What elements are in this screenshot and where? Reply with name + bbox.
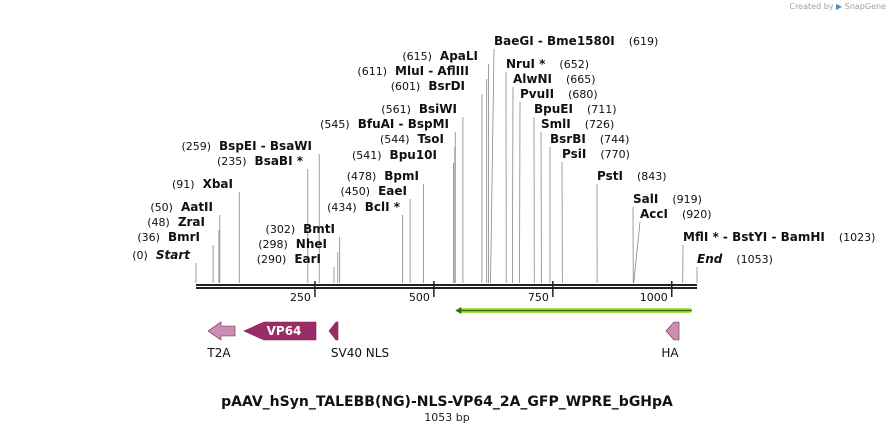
site-name: BspEI - BsaWI (219, 139, 312, 153)
site-name: PstI (597, 169, 623, 183)
site-name: TsoI (418, 132, 444, 146)
feature-label: SV40 NLS (331, 346, 389, 360)
site-name: SalI (633, 192, 658, 206)
backbone-bottom-strand (196, 287, 697, 289)
feature-vp64 (243, 321, 317, 341)
site-position: (615) (402, 50, 432, 63)
ruler-tick-label: 1000 (640, 291, 668, 304)
site-position: (544) (380, 133, 410, 146)
site-position: (290) (257, 253, 287, 266)
site-position: (665) (566, 73, 596, 86)
site-name: MluI - AflIII (395, 64, 469, 78)
site-name: PsiI (562, 147, 586, 161)
site-name: BsrBI (550, 132, 586, 146)
site-position: (680) (568, 88, 598, 101)
map-length: 1053 bp (424, 411, 470, 424)
site-leader-line (490, 48, 495, 284)
site-position: (726) (585, 118, 615, 131)
primer-arrowhead (455, 307, 462, 314)
site-position: (91) (172, 178, 195, 191)
credit-brand: SnapGene (844, 2, 886, 11)
site-name: BsrDI (428, 79, 465, 93)
feature-label: HA (661, 346, 679, 360)
site-name: XbaI (203, 177, 233, 191)
site-position: (48) (147, 216, 170, 229)
site-name: EaeI (378, 184, 407, 198)
site-name: AatII (181, 200, 213, 214)
site-name: ApaLI (440, 49, 478, 63)
site-name: NruI * (506, 57, 546, 71)
feature-label: VP64 (267, 324, 302, 338)
site-leader-line (511, 86, 514, 284)
map-title: pAAV_hSyn_TALEBB(NG)-NLS-VP64_2A_GFP_WPR… (221, 394, 673, 410)
site-name: AccI (640, 207, 668, 221)
site-name: BpmI (384, 169, 419, 183)
site-position: (561) (381, 103, 411, 116)
site-position: (920) (682, 208, 712, 221)
site-position: (541) (352, 149, 382, 162)
feature-label: T2A (206, 346, 231, 360)
site-position: (919) (672, 193, 702, 206)
site-position: (744) (600, 133, 630, 146)
site-position: (478) (347, 170, 377, 183)
site-name: MflI * - BstYI - BamHI (683, 230, 825, 244)
site-position: (711) (587, 103, 617, 116)
backbone-top-strand (196, 284, 697, 286)
site-name: BmrI (168, 230, 200, 244)
snapgene-credit: Created by ▶ SnapGene (789, 2, 886, 11)
site-position: (770) (600, 148, 630, 161)
site-position: (619) (629, 35, 659, 48)
site-position: (450) (341, 185, 371, 198)
site-name: NheI (296, 237, 327, 251)
site-position: (1053) (736, 253, 773, 266)
feature-t2a (207, 321, 236, 341)
site-name: BsiWI (419, 102, 457, 116)
site-position: (1023) (839, 231, 876, 244)
site-name: ZraI (178, 215, 205, 229)
site-position: (36) (137, 231, 160, 244)
site-position: (843) (637, 170, 667, 183)
site-name: Start (156, 248, 191, 262)
ruler-tick-label: 750 (528, 291, 549, 304)
ruler-tick-label: 250 (290, 291, 311, 304)
site-position: (611) (357, 65, 387, 78)
site-position: (0) (132, 249, 148, 262)
site-leader-line (633, 221, 641, 284)
site-position: (601) (391, 80, 421, 93)
site-position: (259) (181, 140, 211, 153)
site-name: BpuEI (534, 102, 573, 116)
site-position: (235) (217, 155, 247, 168)
site-name: BmtI (303, 222, 335, 236)
site-position: (50) (150, 201, 173, 214)
site-position: (298) (258, 238, 288, 251)
site-position: (434) (327, 201, 357, 214)
site-name: BclI * (365, 200, 401, 214)
site-name: BfuAI - BspMI (358, 117, 449, 131)
feature-ha (665, 321, 680, 341)
site-name: SmlI (541, 117, 571, 131)
site-name: AlwNI (513, 72, 552, 86)
ruler-tick-label: 500 (409, 291, 430, 304)
site-name: PvuII (520, 87, 554, 101)
site-name: BsaBI * (255, 154, 304, 168)
site-name: EarI (294, 252, 321, 266)
site-position: (652) (559, 58, 589, 71)
snapgene-logo-icon: ▶ (836, 2, 843, 11)
site-name: BaeGI - Bme1580I (494, 34, 615, 48)
site-position: (545) (320, 118, 350, 131)
site-name: Bpu10I (390, 148, 437, 162)
site-name: End (697, 252, 723, 266)
site-position: (302) (266, 223, 296, 236)
credit-prefix: Created by (789, 2, 834, 11)
feature-sv40-nls (328, 321, 339, 341)
